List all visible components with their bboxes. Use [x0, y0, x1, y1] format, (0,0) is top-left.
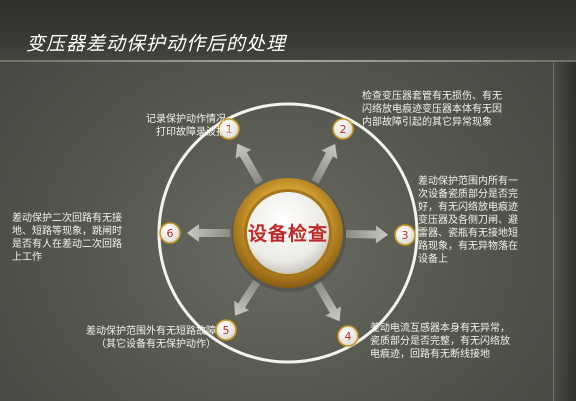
arrow-to-node-2 [311, 144, 338, 184]
note-line: 内部故障引起的其它异常现象 [362, 117, 492, 128]
node-number: 2 [340, 123, 347, 136]
node-number: 6 [167, 227, 174, 240]
node-circle [218, 118, 240, 140]
center-label: 设备检查 [248, 222, 328, 245]
arrow-to-node-5 [234, 279, 261, 316]
page-title: 变压器差动保护动作后的处理 [26, 33, 287, 55]
arrow-to-node-6 [187, 224, 230, 242]
node-4: 4 [337, 325, 359, 347]
note-3: 差动保护范围内所有一次设备瓷质部分是否完好，有无闪络放电痕迹变压器及各侧刀闸、避… [418, 175, 558, 266]
note-line: 瓷质部分是否完整，有无闪络放 [370, 336, 510, 347]
note-2: 检查变压器套管有无损伤、有无闪络放电痕迹变压器本体有无因内部故障引起的其它异常现… [362, 90, 552, 129]
note-line: 差动保护范围外有无短路故障 [86, 326, 216, 337]
node-circle [337, 325, 359, 347]
note-line: 电痕迹，回路有无断线接地 [370, 349, 490, 360]
right-edge-shade [556, 62, 576, 401]
note-line: 设备上 [418, 254, 448, 265]
center-disc [247, 192, 329, 274]
note-line: 地、短路等现象，跳闸时 [12, 226, 122, 237]
note-line: 上工作 [12, 252, 42, 263]
node-number: 5 [223, 324, 230, 337]
note-line: 检查变压器套管有无损伤、有无 [362, 91, 502, 102]
arrow-to-node-4 [313, 281, 342, 322]
note-line: 路现象，有无异物落在 [418, 241, 518, 252]
title-divider [0, 60, 576, 62]
note-line: 雷器、瓷瓶有无接地短 [418, 228, 518, 239]
arrow-to-node-1 [235, 143, 263, 185]
note-line: 差动保护二次回路有无接 [12, 213, 122, 224]
node-number: 4 [345, 330, 352, 343]
note-line: 差动电流互感器本身有无异常， [370, 323, 510, 334]
note-line: 记录保护动作情况、 [146, 114, 236, 125]
node-circle [215, 319, 237, 341]
arrows [187, 143, 389, 322]
center-button: 设备检查 [232, 178, 346, 292]
node-1: 1 [218, 118, 240, 140]
note-line: 打印故障录波报告 [156, 127, 236, 138]
note-5: 差动保护范围外有无短路故障 （其它设备有无保护动作） [26, 325, 216, 351]
node-3: 3 [394, 224, 416, 246]
node-6: 6 [159, 222, 181, 244]
note-line: （其它设备有无保护动作） [96, 339, 216, 350]
node-circle [332, 118, 354, 140]
note-4: 差动电流互感器本身有无异常， 瓷质部分是否完整，有无闪络放电痕迹，回路有无断线接地 [370, 322, 555, 361]
note-6: 差动保护二次回路有无接地、短路等现象，跳闸时是否有人在差动二次回路上工作 [12, 212, 162, 264]
node-5: 5 [215, 319, 237, 341]
note-1: 记录保护动作情况、打印故障录波报告 [76, 113, 236, 139]
node-number: 3 [402, 229, 409, 242]
node-circle [394, 224, 416, 246]
note-line: 次设备瓷质部分是否完 [418, 189, 518, 200]
node-number: 1 [226, 123, 233, 136]
note-line: 差动保护范围内所有一 [418, 176, 518, 187]
note-line: 变压器及各侧刀闸、避 [418, 215, 518, 226]
note-line: 闪络放电痕迹变压器本体有无因 [362, 104, 502, 115]
note-line: 好，有无闪络放电痕迹 [418, 202, 518, 213]
node-2: 2 [332, 118, 354, 140]
node-circle [159, 222, 181, 244]
note-line: 是否有人在差动二次回路 [12, 239, 122, 250]
right-edge-line [553, 62, 554, 401]
arrow-to-node-3 [345, 225, 389, 244]
title-bar [0, 0, 576, 62]
outer-ring [157, 102, 419, 364]
numbered-nodes: 1 2 3 4 5 6 [159, 118, 416, 347]
